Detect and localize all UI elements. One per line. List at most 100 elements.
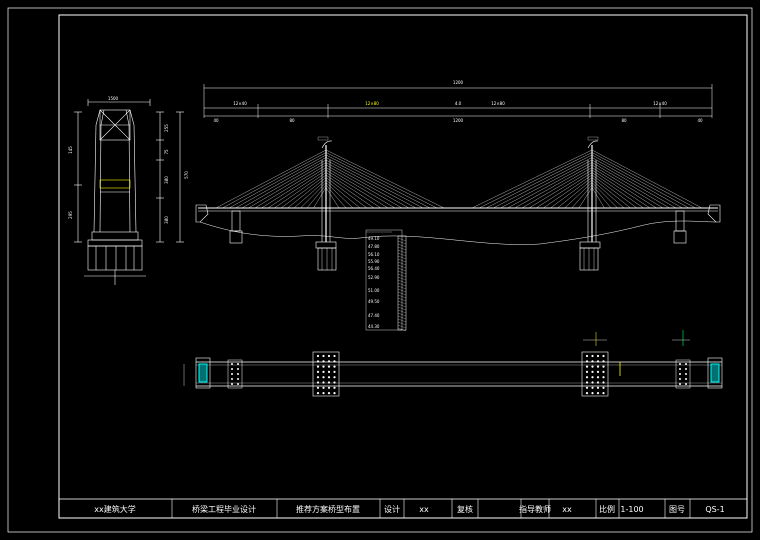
pile-mark: [231, 378, 233, 380]
left-cable-main: [325, 162, 410, 209]
pile-mark: [327, 354, 331, 358]
pile-mark: [596, 376, 600, 379]
right-cable-back: [543, 174, 593, 209]
pile-mark: [585, 376, 589, 379]
pile-mark: [596, 360, 600, 363]
pile-mark: [596, 392, 600, 395]
pile-mark: [591, 365, 594, 368]
pile-mark: [316, 386, 320, 389]
pile-mark: [602, 354, 605, 358]
pile-mark: [596, 365, 600, 368]
tb-scale-label: 比例: [599, 504, 615, 514]
segment-dim-2: 80: [289, 118, 295, 123]
pile-mark: [591, 376, 594, 379]
geo-level-7: 51.00: [368, 288, 380, 293]
left-cable-main: [325, 177, 368, 209]
pile-mark: [602, 376, 605, 379]
tb-university: xx建筑大学: [94, 504, 135, 514]
pile-mark: [327, 365, 331, 368]
left-cable-main: [325, 152, 438, 209]
pile-mark: [585, 370, 589, 373]
left-cable-back: [306, 184, 327, 209]
pile-mark: [316, 376, 320, 379]
stay-cables-right-tower: [471, 149, 703, 209]
right-cable-back: [550, 177, 593, 209]
geo-level-2: 47.80: [368, 244, 380, 249]
left-cable-main: [325, 172, 382, 209]
pile-mark: [602, 370, 605, 373]
left-cable-main: [325, 167, 396, 209]
left-cable-main: [325, 154, 431, 209]
bridge-elevation: [195, 140, 721, 271]
pile-mark: [596, 386, 600, 389]
inner-frame: [58, 14, 748, 519]
span-dim-2: 12×80: [365, 101, 379, 106]
geology-level-labels: 49.10 47.80 56.10 55.90 56.40 52.90 51.0…: [368, 236, 380, 329]
right-cable-back: [536, 172, 593, 209]
tb-design-value: xx: [419, 505, 429, 514]
pile-mark: [585, 360, 589, 363]
pile-mark: [679, 373, 681, 375]
pile-mark: [327, 370, 331, 373]
left-cable-back: [241, 159, 327, 209]
pile-mark: [602, 386, 605, 389]
pile-mark: [316, 360, 320, 363]
pile-mark: [333, 381, 336, 384]
right-cable-back: [507, 162, 593, 209]
right-cable-main: [591, 187, 605, 209]
pile-mark: [602, 392, 605, 395]
left-cable-main: [325, 164, 403, 209]
left-cable-main: [325, 179, 361, 209]
pile-mark: [316, 381, 320, 384]
right-cable-back: [571, 184, 593, 209]
left-cable-back: [254, 164, 327, 209]
pile-mark: [679, 378, 681, 380]
left-cable-back: [267, 169, 327, 209]
right-cable-back: [564, 182, 593, 209]
right-cable-main: [591, 169, 651, 209]
pile-mark: [231, 363, 233, 365]
left-cable-back: [261, 167, 327, 209]
span-dim-3: 4.0: [455, 101, 462, 106]
geo-level-5: 56.40: [368, 266, 380, 271]
geo-level-1: 49.10: [368, 236, 380, 241]
pile-mark: [237, 363, 239, 365]
right-cable-main: [591, 167, 657, 209]
pile-mark: [596, 381, 600, 384]
stay-cables-left-tower: [215, 149, 445, 209]
segment-dim-5: 40: [697, 118, 703, 123]
title-block: xx建筑大学 桥梁工程毕业设计 推荐方案桥型布置 设计 xx 复核 指导教师 x…: [58, 498, 748, 519]
pile-mark: [231, 373, 233, 375]
pile-mark: [237, 373, 239, 375]
tower-side-view: [74, 99, 184, 285]
geo-level-3: 56.10: [368, 252, 380, 257]
left-cable-back: [274, 172, 327, 209]
pile-mark: [685, 383, 687, 385]
right-cable-main: [591, 164, 664, 209]
tb-instructor-label: 指导教师: [519, 504, 551, 514]
right-cable-back: [486, 154, 593, 209]
right-cable-main: [591, 172, 644, 209]
pile-mark: [585, 381, 589, 384]
geo-level-4: 55.90: [368, 259, 380, 264]
pile-mark: [585, 354, 589, 358]
pile-mark: [333, 392, 336, 395]
right-cable-back: [471, 149, 593, 209]
tower-right-dim-2: 75: [164, 149, 169, 155]
tb-drawing-title: 推荐方案桥型布置: [296, 504, 360, 514]
pile-mark: [333, 370, 336, 373]
segment-dim-1: 40: [213, 118, 219, 123]
pile-mark: [237, 383, 239, 385]
pile-mark: [231, 368, 233, 370]
pile-mark: [679, 383, 681, 385]
geo-level-9: 47.40: [368, 313, 380, 318]
pile-mark: [327, 381, 331, 384]
geology-column: [365, 229, 407, 332]
tower-top-dim: 1500: [108, 96, 119, 101]
span-dim-1: 12×40: [233, 101, 247, 106]
span-dim-4: 12×80: [491, 101, 505, 106]
pile-mark: [327, 386, 331, 389]
pile-mark: [585, 365, 589, 368]
tb-scale-value: 1-100: [620, 505, 643, 514]
